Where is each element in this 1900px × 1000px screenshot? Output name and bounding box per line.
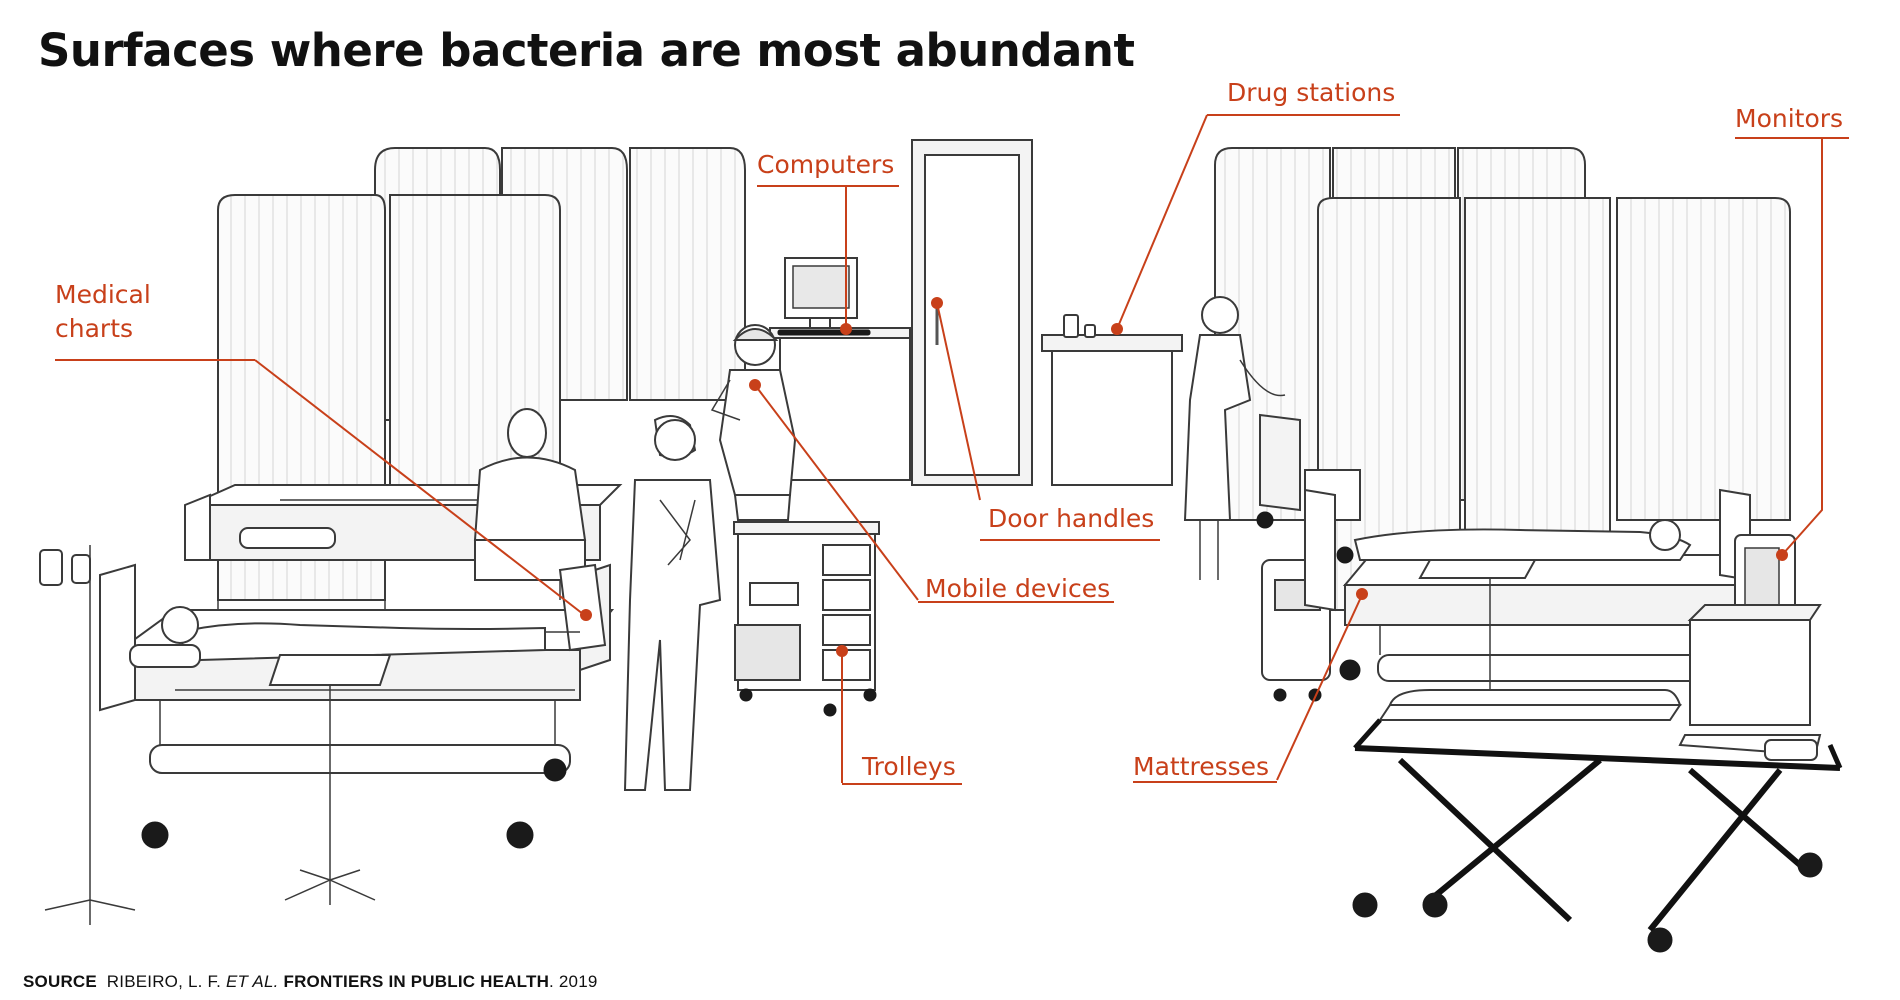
seated-patient	[473, 408, 587, 581]
marker-monitors	[1776, 549, 1788, 561]
drug-station	[1041, 314, 1183, 486]
callout-mattresses	[1276, 588, 1368, 781]
hospital-bed-front-right	[1304, 488, 1822, 726]
label-medical-charts-line2: charts	[55, 314, 134, 343]
hospital-bed-front-left	[39, 545, 615, 925]
marker-mattresses	[1356, 588, 1368, 600]
callout-medical-charts	[254, 359, 592, 621]
label-underline-drug-stations	[1207, 114, 1400, 116]
callout-monitors	[1776, 138, 1823, 561]
computer-desk	[769, 257, 911, 481]
door	[911, 139, 1033, 486]
callout-drug-stations	[1111, 114, 1208, 335]
nurse-standing-right	[1183, 296, 1286, 580]
marker-door-handles	[931, 297, 943, 309]
callout-trolleys	[836, 645, 848, 783]
pillow-front	[129, 644, 201, 668]
nurse-with-phone	[710, 324, 797, 521]
marker-mobile-devices	[749, 379, 761, 391]
label-computers: Computers	[757, 150, 895, 179]
label-underline-computers	[757, 185, 899, 187]
source-etal: ET AL.	[226, 972, 279, 991]
source-authors: RIBEIRO, L. F.	[106, 972, 222, 991]
label-underline-monitors	[1735, 137, 1849, 139]
stretcher	[1352, 689, 1843, 953]
label-underline-door-handles	[980, 539, 1160, 541]
label-mobile-devices: Mobile devices	[925, 574, 1111, 603]
chart-title: Surfaces where bacteria are most abundan…	[38, 24, 1135, 77]
label-underline-medical-charts	[55, 359, 255, 361]
trolley	[733, 521, 880, 717]
keyboard	[777, 329, 871, 336]
marker-computers	[840, 323, 852, 335]
pillow	[239, 527, 336, 549]
label-door-handles: Door handles	[988, 504, 1155, 533]
label-underline-mobile-devices	[918, 601, 1114, 603]
marker-medical-charts	[580, 609, 592, 621]
label-underline-trolleys	[842, 783, 962, 785]
label-trolleys: Trolleys	[862, 752, 956, 781]
callout-door-handles	[931, 297, 981, 501]
patient-head	[161, 606, 199, 644]
source-year: . 2019	[549, 972, 598, 991]
label-mattresses: Mattresses	[1133, 752, 1270, 781]
source-journal: FRONTIERS IN PUBLIC HEALTH	[283, 972, 550, 991]
marker-drug-stations	[1111, 323, 1123, 335]
label-monitors: Monitors	[1735, 104, 1844, 133]
callout-computers	[840, 186, 852, 335]
standing-man	[623, 415, 722, 791]
label-underline-mattresses	[1133, 781, 1277, 783]
source-prefix: SOURCE	[23, 972, 97, 991]
source-note: SOURCE RIBEIRO, L. F. ET AL. FRONTIERS I…	[23, 972, 598, 992]
label-drug-stations: Drug stations	[1227, 78, 1396, 107]
marker-trolleys	[836, 645, 848, 657]
label-medical-charts-line1: Medical	[55, 280, 151, 309]
callout-mobile-devices	[749, 379, 919, 601]
